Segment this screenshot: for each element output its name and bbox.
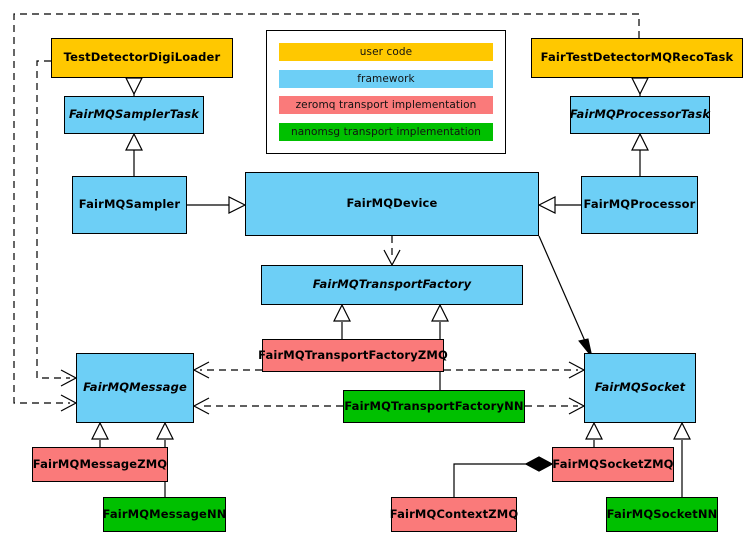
legend-label-nanomsg: nanomsg transport implementation bbox=[290, 125, 482, 138]
legend-row-zeromq: zeromq transport implementation bbox=[279, 96, 493, 115]
class-node-fairmqprocessor[interactable]: FairMQProcessor bbox=[581, 176, 698, 234]
class-node-fairmqdevice[interactable]: FairMQDevice bbox=[245, 172, 539, 236]
class-label-fairmqsocket: FairMQSocket bbox=[594, 380, 686, 395]
class-node-testdetectordigiloader[interactable]: TestDetectorDigiLoader bbox=[51, 38, 233, 78]
class-label-fairmqsamplertask: FairMQSamplerTask bbox=[68, 107, 200, 122]
class-node-fairtestdetectormqrecotask[interactable]: FairTestDetectorMQRecoTask bbox=[531, 38, 743, 78]
class-node-fairmqtransportfactorynn[interactable]: FairMQTransportFactoryNN bbox=[343, 390, 525, 423]
class-node-fairmqsamplertask[interactable]: FairMQSamplerTask bbox=[64, 96, 204, 134]
edge-tfnn-message-arrow bbox=[192, 397, 210, 415]
class-node-fairmqsocketnn[interactable]: FairMQSocketNN bbox=[606, 497, 718, 532]
edge-tfzmq-message-arrow bbox=[192, 361, 210, 379]
class-label-fairmqmessagezmq: FairMQMessageZMQ bbox=[32, 456, 168, 471]
class-label-fairmqsocketnn: FairMQSocketNN bbox=[606, 506, 718, 521]
edge-tfnn-tf-arrow bbox=[431, 303, 449, 322]
class-node-fairmqcontextzmq[interactable]: FairMQContextZMQ bbox=[389, 497, 519, 532]
class-node-fairmqsocketzmq[interactable]: FairMQSocketZMQ bbox=[552, 447, 674, 482]
legend-box: user code framework zeromq transport imp… bbox=[266, 30, 506, 154]
class-label-fairmqsampler: FairMQSampler bbox=[78, 197, 181, 212]
class-node-fairmqtransportfactoryzmq[interactable]: FairMQTransportFactoryZMQ bbox=[258, 339, 448, 372]
edge-socketzmq-socket-arrow bbox=[585, 421, 603, 440]
legend-row-framework: framework bbox=[279, 69, 493, 88]
edge-recotask-processortask-arrow bbox=[631, 77, 649, 96]
class-label-fairtestdetectormqrecotask: FairTestDetectorMQRecoTask bbox=[540, 50, 734, 65]
class-label-testdetectordigiloader: TestDetectorDigiLoader bbox=[63, 50, 221, 65]
class-label-fairmqtransportfactorynn: FairMQTransportFactoryNN bbox=[344, 398, 524, 413]
class-label-fairmqcontextzmq: FairMQContextZMQ bbox=[389, 506, 519, 521]
class-node-fairmqsocket[interactable]: FairMQSocket bbox=[584, 353, 696, 423]
class-label-fairmqprocessor: FairMQProcessor bbox=[583, 197, 696, 212]
edge-device-socket-arrow bbox=[578, 338, 593, 358]
class-node-fairmqtransportfactory[interactable]: FairMQTransportFactory bbox=[261, 265, 523, 305]
class-node-fairmqmessage[interactable]: FairMQMessage bbox=[76, 353, 194, 423]
class-node-fairmqsampler[interactable]: FairMQSampler bbox=[72, 176, 187, 234]
class-label-fairmqdevice: FairMQDevice bbox=[346, 196, 438, 211]
edge-sampler-device-arrow bbox=[228, 196, 247, 214]
legend-row-nanomsg: nanomsg transport implementation bbox=[279, 122, 493, 141]
edge-messagezmq-message-arrow bbox=[91, 421, 109, 440]
legend-row-user-code: user code bbox=[279, 43, 493, 62]
class-label-fairmqsocketzmq: FairMQSocketZMQ bbox=[552, 456, 674, 471]
edge-processor-processortask-arrow bbox=[631, 132, 649, 151]
class-label-fairmqmessagenn: FairMQMessageNN bbox=[102, 506, 227, 521]
edge-digiloader-message-line bbox=[36, 60, 70, 379]
edge-socketzmq-contextzmq-line bbox=[453, 463, 537, 497]
edge-recotask-message-line bbox=[13, 13, 640, 404]
class-node-fairmqprocessortask[interactable]: FairMQProcessorTask bbox=[570, 96, 710, 134]
edge-socketzmq-contextzmq-diamond bbox=[524, 456, 554, 472]
edge-socketnn-socket-arrow bbox=[673, 421, 691, 440]
edge-messagenn-message-arrow bbox=[156, 421, 174, 440]
legend-label-framework: framework bbox=[357, 72, 415, 85]
legend-label-user-code: user code bbox=[359, 46, 413, 59]
edge-processor-device-arrow bbox=[537, 196, 556, 214]
edge-sampler-samplertask-arrow bbox=[125, 132, 143, 151]
edge-tfzmq-tf-arrow bbox=[333, 303, 351, 322]
class-label-fairmqtransportfactory: FairMQTransportFactory bbox=[312, 277, 472, 292]
class-node-fairmqmessagezmq[interactable]: FairMQMessageZMQ bbox=[32, 447, 168, 482]
edge-digiloader-samplertask-arrow bbox=[125, 77, 143, 96]
class-node-fairmqmessagenn[interactable]: FairMQMessageNN bbox=[103, 497, 226, 532]
edge-device-socket-line bbox=[538, 235, 589, 349]
legend-label-zeromq: zeromq transport implementation bbox=[295, 99, 477, 112]
class-label-fairmqtransportfactoryzmq: FairMQTransportFactoryZMQ bbox=[258, 347, 448, 362]
class-label-fairmqmessage: FairMQMessage bbox=[83, 380, 187, 395]
class-label-fairmqprocessortask: FairMQProcessorTask bbox=[569, 107, 711, 122]
